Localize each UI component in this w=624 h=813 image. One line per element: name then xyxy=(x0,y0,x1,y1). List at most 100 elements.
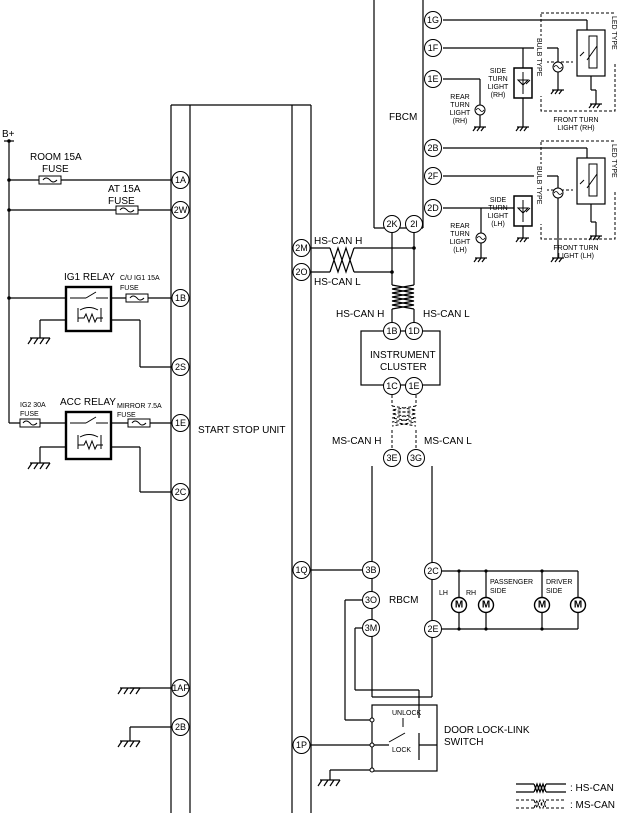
fbcm-pin: 1E xyxy=(424,70,442,88)
svg-text:3G: 3G xyxy=(410,453,422,463)
rbcm-pin: 3G xyxy=(407,449,425,467)
rbcm-pin: 2C xyxy=(424,562,442,580)
ig1-relay: IG1 RELAY C/U IG1 15A FUSE xyxy=(39,272,171,368)
svg-text:1D: 1D xyxy=(408,326,420,336)
bulb-icon xyxy=(552,187,564,199)
cu-ig1-fuse-label-2: FUSE xyxy=(120,285,139,292)
svg-text:2O: 2O xyxy=(295,267,307,277)
ground-symbol xyxy=(472,126,486,132)
ig2-fuse-label-2: FUSE xyxy=(20,411,39,418)
ig1-relay-label: IG1 RELAY xyxy=(64,272,115,283)
svg-text:TURN: TURN xyxy=(488,76,507,83)
motor-icon: M xyxy=(477,596,495,614)
legend: : HS-CAN : MS-CAN xyxy=(516,782,615,811)
mirror-fuse-label-2: FUSE xyxy=(117,412,136,419)
fbcm-label: FBCM xyxy=(389,112,417,123)
svg-text:1AF: 1AF xyxy=(172,683,189,693)
fbcm-pin: 1G xyxy=(424,11,442,29)
lock-label: LOCK xyxy=(392,747,411,754)
ssu-pin: 1A xyxy=(171,171,190,189)
motor-label: RH xyxy=(466,590,476,597)
svg-text:LIGHT (LH): LIGHT (LH) xyxy=(558,253,594,260)
svg-text:SIDE: SIDE xyxy=(490,68,507,75)
motor-label: DRIVER xyxy=(546,579,572,586)
svg-text:1B: 1B xyxy=(386,326,397,336)
svg-text:(RH): (RH) xyxy=(453,118,468,125)
motor-label: LH xyxy=(439,590,448,597)
ground-symbol xyxy=(117,687,141,695)
ground-symbol xyxy=(550,89,564,95)
ssu-pin: 1Q xyxy=(292,561,311,579)
ground-symbol xyxy=(588,89,602,109)
ground-symbol xyxy=(550,257,564,263)
ms-can-bus: MS-CAN H MS-CAN L xyxy=(332,395,472,450)
svg-text:LIGHT: LIGHT xyxy=(488,84,509,91)
svg-text:2B: 2B xyxy=(427,143,438,153)
svg-text:2B: 2B xyxy=(175,722,186,732)
hs-can-bus: HS-CAN H HS-CAN L HS-CAN H HS-CAN L xyxy=(311,224,470,322)
svg-text:LIGHT: LIGHT xyxy=(488,213,509,220)
svg-text:M: M xyxy=(455,600,463,611)
svg-text:2E: 2E xyxy=(427,624,438,634)
motor-label: SIDE xyxy=(546,588,563,595)
bulb-icon xyxy=(475,232,487,244)
svg-text:REAR: REAR xyxy=(450,223,469,230)
svg-text:1C: 1C xyxy=(386,381,398,391)
ssu-pin: 2S xyxy=(171,358,190,376)
door-lock-link-switch: UNLOCK LOCK DOOR LOCK-LINK SWITCH xyxy=(311,599,530,780)
ground-symbol xyxy=(117,727,141,748)
svg-text:3O: 3O xyxy=(365,595,377,605)
svg-text:M: M xyxy=(482,600,490,611)
ic-pin: 1D xyxy=(405,322,423,340)
legend-ms-can: : MS-CAN xyxy=(570,800,615,811)
room-fuse-label: ROOM 15A xyxy=(30,152,82,163)
svg-text:2I: 2I xyxy=(410,219,418,229)
rbcm: RBCM xyxy=(311,466,433,698)
svg-text:1Q: 1Q xyxy=(295,565,307,575)
ground-symbol xyxy=(27,337,51,345)
ssu-pin: 1P xyxy=(292,736,311,754)
switch-label: DOOR LOCK-LINK xyxy=(444,725,530,736)
room-fuse-label-2: FUSE xyxy=(42,164,69,175)
svg-text:2F: 2F xyxy=(428,171,439,181)
ssu-pin: 1AF xyxy=(171,679,190,697)
at-fuse-label-2: FUSE xyxy=(108,196,135,207)
ig2-fuse-label: IG2 30A xyxy=(20,402,46,409)
motor-icon: M xyxy=(450,596,468,614)
light-labels: SIDE TURN LIGHT (RH) REAR TURN LIGHT (RH… xyxy=(450,68,599,260)
svg-text:1E: 1E xyxy=(427,74,438,84)
svg-text:1A: 1A xyxy=(175,175,186,185)
ic-pin: 1C xyxy=(383,377,401,395)
svg-text:1B: 1B xyxy=(175,293,186,303)
svg-text:(LH): (LH) xyxy=(491,221,505,228)
svg-text:3E: 3E xyxy=(386,453,397,463)
svg-text:1P: 1P xyxy=(296,740,307,750)
bulb-type-label: BULB TYPE xyxy=(535,166,542,205)
svg-text:FRONT TURN: FRONT TURN xyxy=(553,117,598,124)
svg-text:(RH): (RH) xyxy=(491,92,506,99)
fbcm-pin: 1F xyxy=(424,39,442,57)
svg-text:M: M xyxy=(538,600,546,611)
start-stop-unit: START STOP UNIT xyxy=(170,104,312,813)
ic-label-2: CLUSTER xyxy=(380,362,427,373)
fbcm-pin: 2F xyxy=(424,167,442,185)
rbcm-pin: 3O xyxy=(362,591,380,609)
bulb-type-label: BULB TYPE xyxy=(535,38,542,77)
rbcm-pin: 3E xyxy=(383,449,401,467)
hs-can-h-label: HS-CAN H xyxy=(314,236,362,247)
power-supply: B+ ROOM 15A FUSE AT 15A FUSE IG2 30A FUS… xyxy=(2,129,171,428)
ground-symbol xyxy=(317,779,341,787)
svg-text:M: M xyxy=(574,600,582,611)
type-labels: BULB TYPE LED TYPE BULB TYPE LED TYPE xyxy=(534,14,622,224)
acc-relay-label: ACC RELAY xyxy=(60,397,116,408)
hs-can-h-label: HS-CAN H xyxy=(336,309,384,320)
side-turn-light-lh xyxy=(513,195,533,227)
svg-text:2S: 2S xyxy=(175,362,186,372)
fbcm-pin: 2K xyxy=(383,215,401,233)
rbcm-label: RBCM xyxy=(389,595,418,606)
svg-text:2C: 2C xyxy=(427,566,439,576)
svg-text:1E: 1E xyxy=(175,418,186,428)
led-type-label: LED TYPE xyxy=(610,144,617,178)
ssu-pin: 2W xyxy=(171,201,190,219)
